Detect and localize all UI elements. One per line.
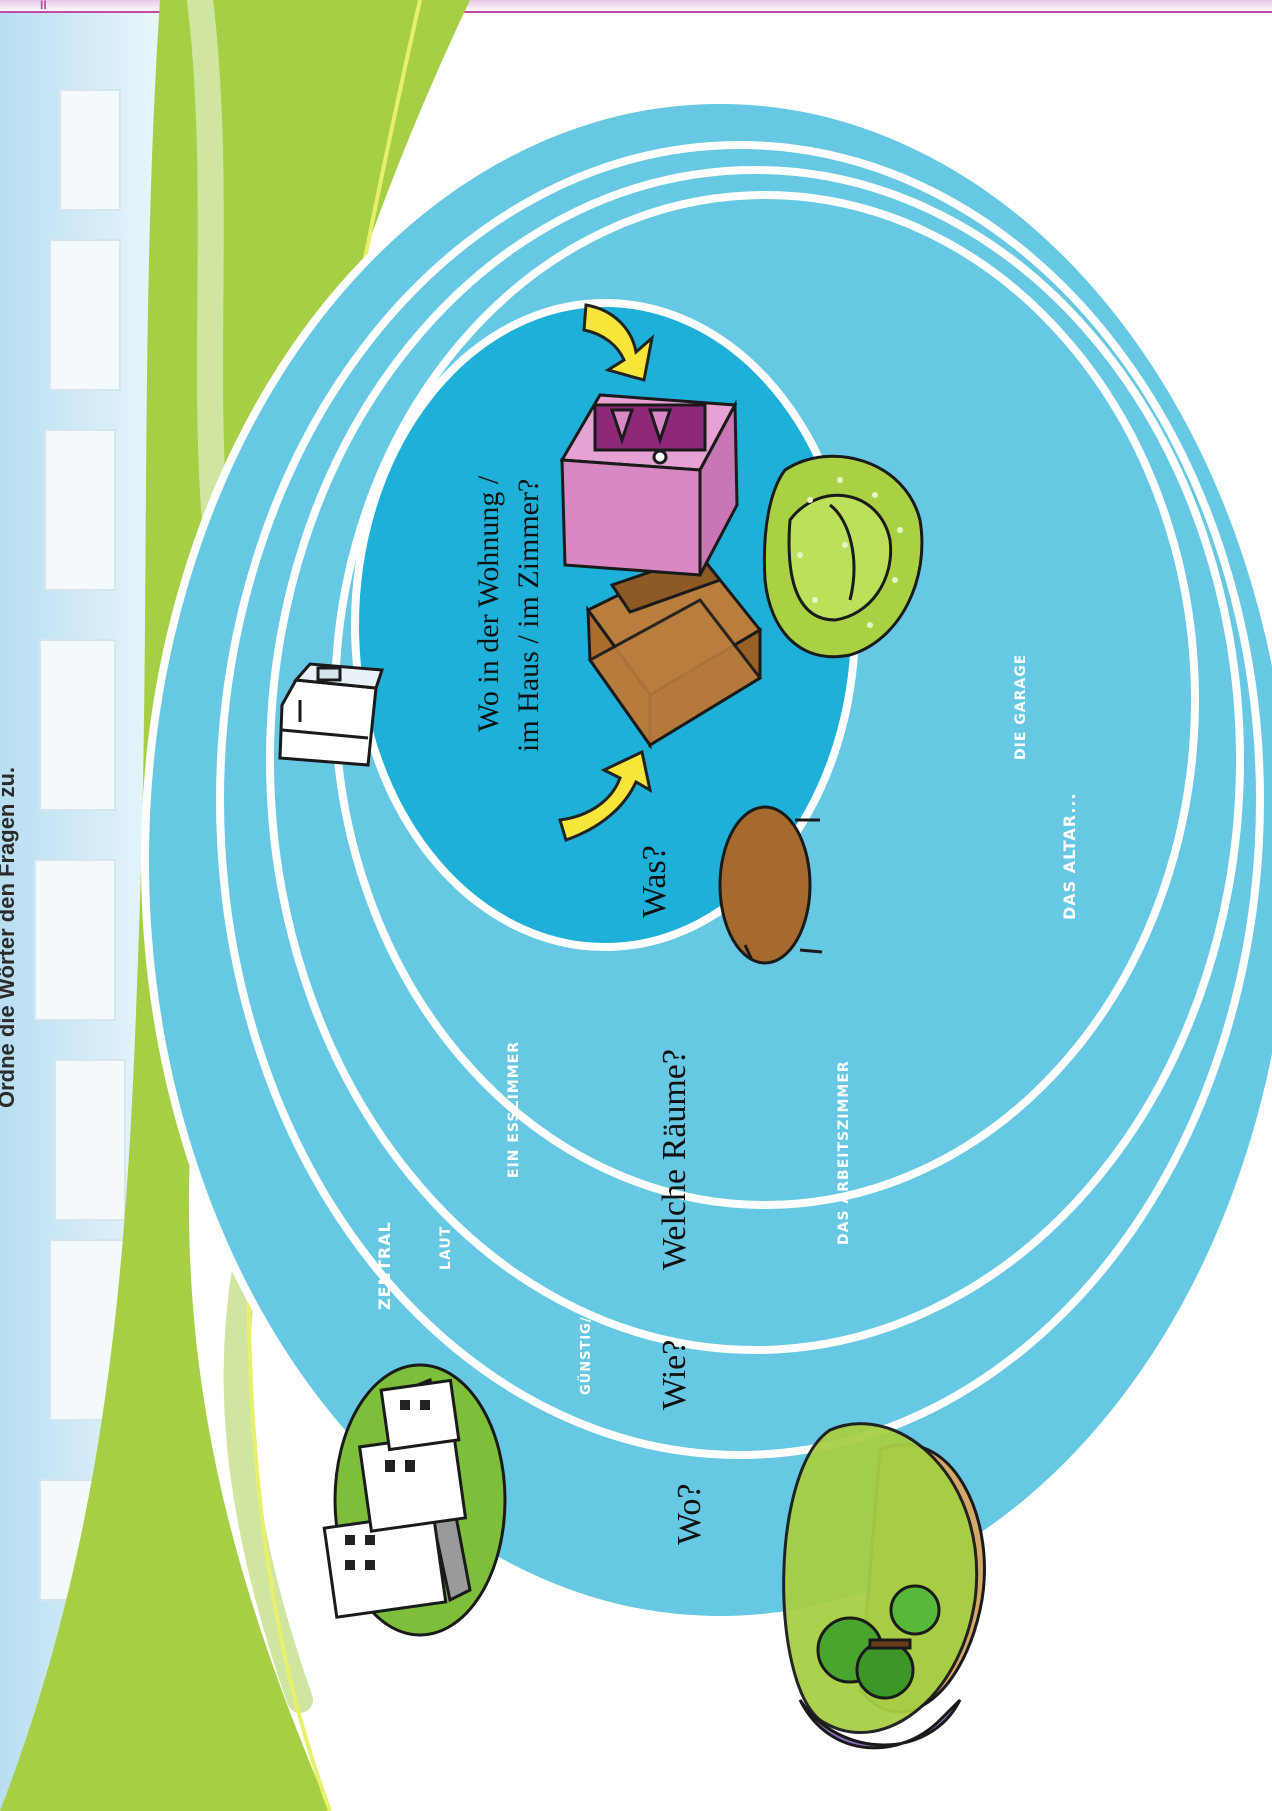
yellow-arrow-icon <box>558 303 655 842</box>
green-road <box>0 0 470 1811</box>
ring-diagram <box>141 96 1272 1624</box>
word-das-altar: DAS ALTAR... <box>1060 792 1079 920</box>
question-welche-raeume: Welche Räume? <box>656 1049 693 1270</box>
word-guenstig: GÜNSTIG/ <box>578 1316 594 1395</box>
round-table-icon <box>718 805 823 965</box>
question-wo-in-line1: Wo in der Wohnung / <box>472 475 505 732</box>
question-wie: Wie? <box>656 1340 693 1410</box>
word-die-garage: DIE GARAGE <box>1013 654 1029 760</box>
word-zentral: ZENTRAL <box>375 1221 394 1310</box>
brown-box-icon <box>585 553 763 750</box>
question-was: Was? <box>636 845 673 918</box>
pink-cabinet-icon <box>559 393 739 577</box>
refrigerator-icon <box>278 662 385 767</box>
word-das-arbeitszimmer: DAS ARBEITSZIMMER <box>836 1060 852 1245</box>
page-marker: II <box>40 0 47 12</box>
green-armchair-icon <box>762 454 924 659</box>
countryside-hill-icon <box>782 1422 986 1750</box>
question-wo: Wo? <box>671 1484 708 1545</box>
word-ein-esszimmer: EIN ESSZIMMER <box>506 1041 522 1178</box>
city-buildings-icon <box>322 1363 507 1637</box>
word-laut: LAUT <box>438 1226 454 1270</box>
question-wo-in-line2: im Haus / im Zimmer? <box>512 479 545 752</box>
instruction-text: Ordne die Wörter den Fragen zu. <box>0 767 19 1108</box>
